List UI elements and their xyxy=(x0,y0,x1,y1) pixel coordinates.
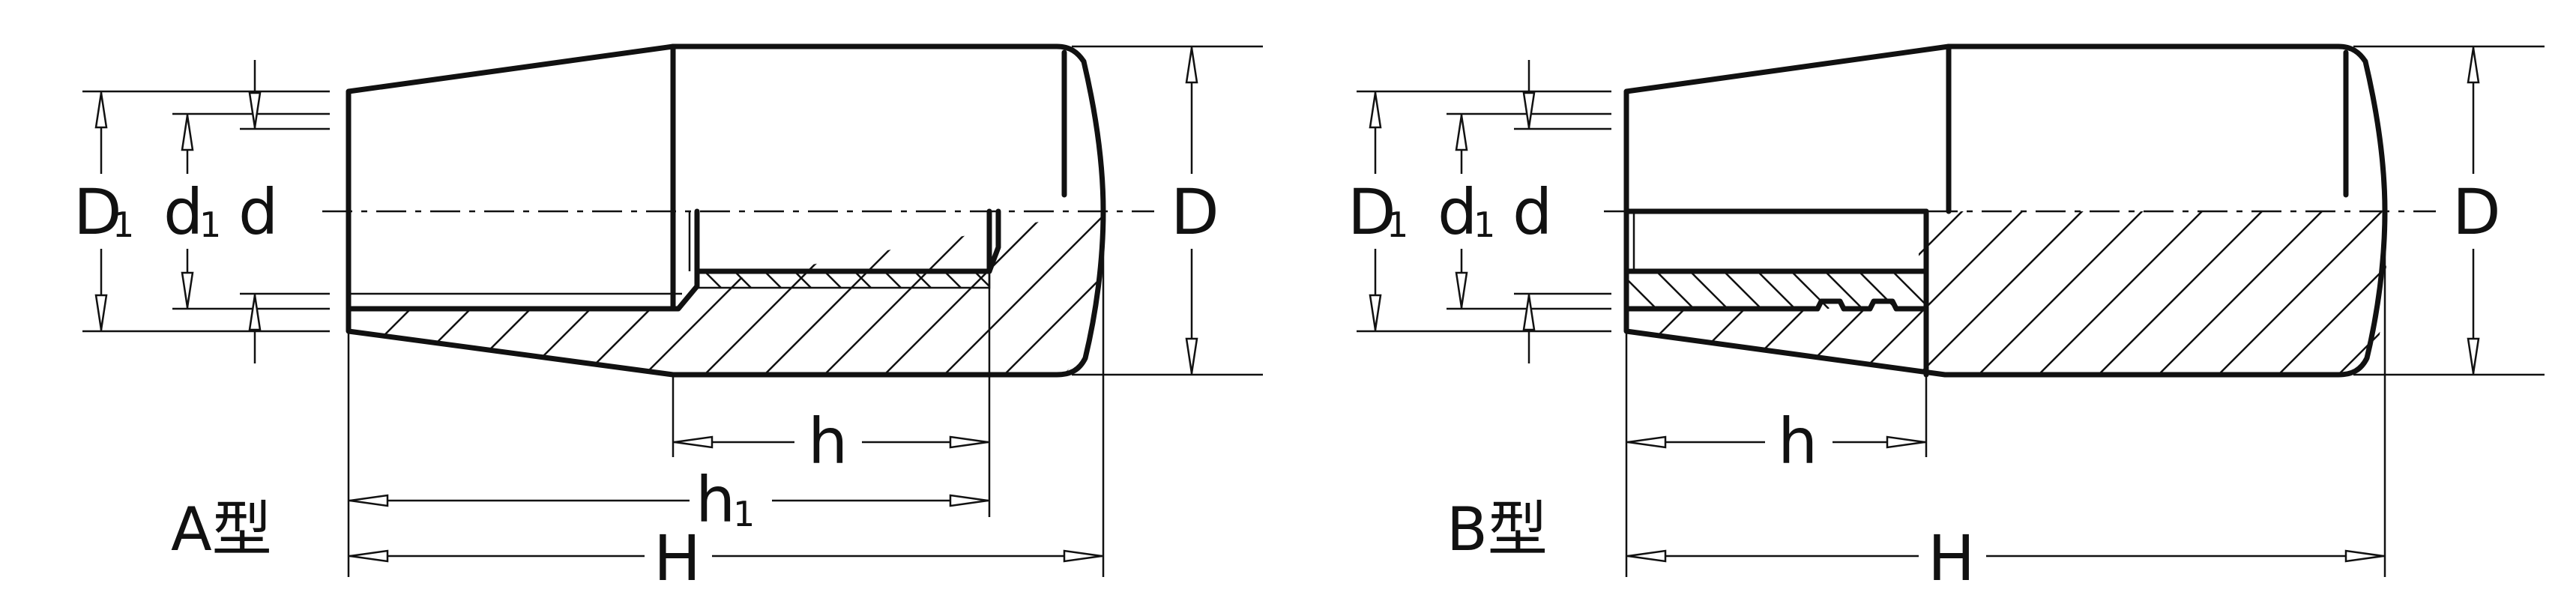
figure-a: D 1 d 1 d D xyxy=(73,43,1263,595)
dim-h1-a: h 1 xyxy=(349,463,989,537)
figure-b: D 1 d 1 d D xyxy=(1348,43,2545,595)
label-d1-b: d xyxy=(1438,175,1477,249)
label-D1-b: D xyxy=(1348,175,1396,249)
type-label-b: B型 xyxy=(1447,495,1548,564)
dim-D-a: D xyxy=(1171,46,1219,375)
label-D-a: D xyxy=(1171,175,1219,249)
dim-D1-a: D 1 xyxy=(73,91,134,331)
dim-d1-b: d 1 xyxy=(1438,114,1495,309)
dim-H-b: H xyxy=(1626,522,2385,595)
label-d1-sub-b: 1 xyxy=(1473,205,1495,245)
label-d1-sub-a: 1 xyxy=(199,205,221,245)
dim-d1-a: d 1 xyxy=(163,114,221,309)
label-D1-sub-a: 1 xyxy=(112,205,134,245)
label-H-a: H xyxy=(654,522,701,595)
label-h-a: h xyxy=(808,405,848,478)
dim-D-b: D xyxy=(2452,46,2501,375)
dim-h-a: h xyxy=(673,405,989,478)
label-D1-a: D xyxy=(73,175,122,249)
label-d-a: d xyxy=(238,175,278,249)
bore-a-inner xyxy=(694,208,992,274)
type-label-a: A型 xyxy=(171,495,272,564)
label-D1-sub-b: 1 xyxy=(1387,205,1408,245)
label-d-b: d xyxy=(1512,175,1552,249)
dim-d-b: d xyxy=(1512,60,1552,363)
bore-a-taper xyxy=(986,208,1001,274)
bore-b xyxy=(1623,268,1929,312)
label-h1-sub-a: 1 xyxy=(733,494,755,534)
dim-D1-b: D 1 xyxy=(1348,91,1408,331)
label-H-b: H xyxy=(1928,522,1975,595)
label-h1-a: h xyxy=(696,463,735,537)
dim-h-b: h xyxy=(1626,405,1926,478)
label-h-b: h xyxy=(1778,405,1818,478)
dim-d-a: d xyxy=(238,60,278,363)
dim-H-a: H xyxy=(349,522,1103,595)
bore-a xyxy=(346,208,700,312)
label-d1-a: d xyxy=(163,175,203,249)
extension-lines-b xyxy=(1357,45,2545,577)
label-D-b: D xyxy=(2452,175,2501,249)
extension-lines-a xyxy=(82,45,1263,577)
